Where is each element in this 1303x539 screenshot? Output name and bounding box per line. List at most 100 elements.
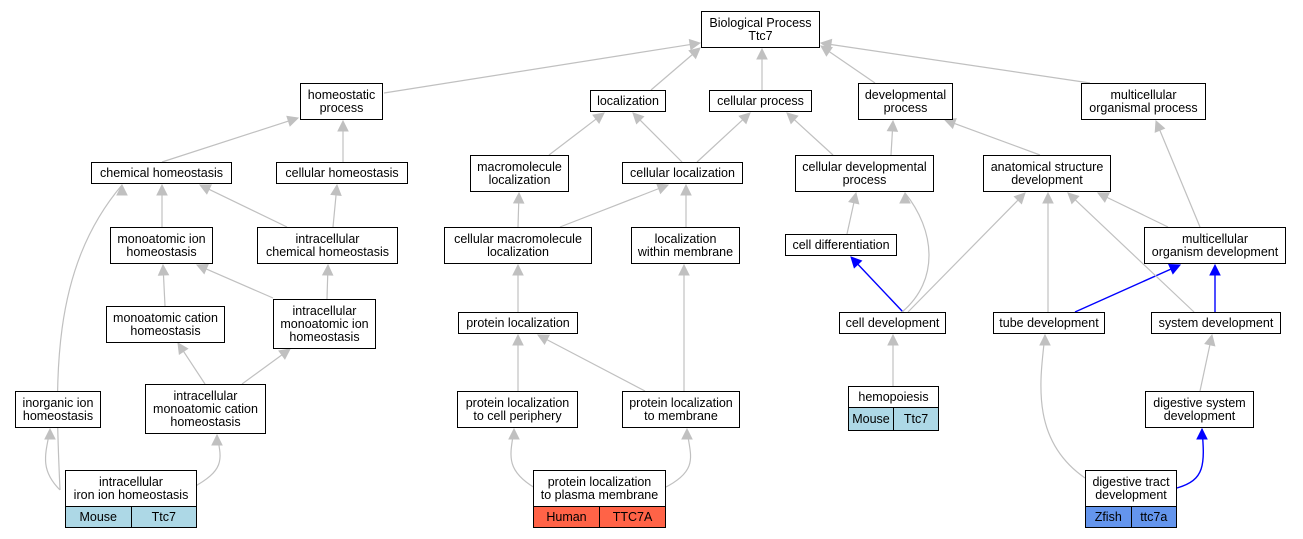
edge-arrowhead [756, 47, 768, 60]
node-anatomical-structure-development[interactable]: anatomical structure development [983, 155, 1111, 192]
edge-arrowhead [286, 115, 300, 127]
edge-arrowhead [1204, 333, 1216, 347]
edge-arrowhead [1209, 263, 1221, 276]
node-intracellular-monoatomic-ion-homeostasis[interactable]: intracellular monoatomic ion homeostasis [273, 299, 376, 349]
node-digestive-tract-development[interactable]: digestive tract development [1085, 470, 1177, 507]
edge-arrowhead [512, 333, 524, 346]
edge-line [650, 54, 693, 91]
edge-arrowhead [508, 427, 520, 440]
node-inorganic-ion-homeostasis[interactable]: inorganic ion homeostasis [15, 391, 101, 428]
edge-arrowhead [211, 433, 223, 446]
edge-line [546, 339, 646, 392]
node-cellular-macromolecule-localization[interactable]: cellular macromolecule localization [444, 227, 592, 264]
edge-line [954, 122, 1041, 156]
edge-line [182, 351, 206, 385]
edge-arrowhead [156, 183, 168, 196]
node-hemopoiesis[interactable]: hemopoiesis [848, 386, 939, 408]
species-tag-digestive-tract: Zfish ttc7a [1085, 507, 1177, 528]
species-label: Zfish [1086, 507, 1131, 527]
edge-line [907, 199, 1019, 313]
edge-line [517, 202, 520, 228]
edge-arrowhead [321, 263, 334, 276]
edge-arrowhead [678, 263, 690, 276]
edge-arrowhead [512, 191, 525, 204]
edge-arrowhead [656, 183, 670, 195]
node-cellular-developmental-process[interactable]: cellular developmental process [795, 155, 934, 192]
gene-label: ttc7a [1130, 507, 1176, 527]
node-homeostatic-process[interactable]: homeostatic process [300, 83, 383, 120]
edge-arrowhead [330, 183, 342, 197]
edge-line [857, 263, 904, 313]
edge-arrowhead [887, 333, 899, 346]
node-multicellular-organismal-process[interactable]: multicellular organismal process [1081, 83, 1206, 120]
edge-arrowhead [44, 427, 56, 440]
edge-arrowhead [899, 191, 911, 204]
node-developmental-process[interactable]: developmental process [858, 83, 953, 120]
node-digestive-system-development[interactable]: digestive system development [1145, 391, 1254, 428]
node-intracellular-chemical-homeostasis[interactable]: intracellular chemical homeostasis [257, 227, 398, 264]
node-macromolecule-localization[interactable]: macromolecule localization [470, 155, 569, 192]
edge-line [793, 119, 834, 156]
edge-arrowhead [1196, 427, 1208, 440]
edge-arrowhead [512, 263, 524, 276]
edge-line [1074, 199, 1195, 313]
edge-arrowhead [1042, 191, 1054, 204]
node-cellular-process[interactable]: cellular process [709, 90, 812, 112]
edge-arrowhead [592, 112, 605, 124]
node-cell-differentiation[interactable]: cell differentiation [785, 234, 897, 256]
edge-arrowhead [886, 119, 899, 132]
node-cell-development[interactable]: cell development [839, 312, 946, 334]
edge-arrowhead [688, 47, 701, 60]
node-biological-process[interactable]: Biological Process Ttc7 [701, 11, 820, 48]
node-intracellular-iron-ion-homeostasis[interactable]: intracellular iron ion homeostasis [65, 470, 197, 507]
node-intracellular-monoatomic-cation-homeostasis[interactable]: intracellular monoatomic cation homeosta… [145, 384, 266, 434]
node-multicellular-organism-development[interactable]: multicellular organism development [1144, 227, 1286, 264]
species-label: Human [534, 507, 599, 527]
node-tube-development[interactable]: tube development [993, 312, 1105, 334]
node-localization-within-membrane[interactable]: localization within membrane [631, 227, 740, 264]
edge-line [326, 274, 329, 300]
gene-label: TTC7A [599, 507, 665, 527]
edge-arrowhead [278, 348, 291, 360]
edge-arrowhead [680, 183, 692, 196]
node-chemical-homeostasis[interactable]: chemical homeostasis [91, 162, 232, 184]
node-localization[interactable]: localization [590, 90, 666, 112]
edge-arrowhead [848, 191, 860, 205]
edge-line [639, 119, 683, 163]
edge-line [1199, 344, 1211, 392]
node-protein-localization-to-membrane[interactable]: protein localization to membrane [622, 391, 740, 428]
edge-line [205, 268, 274, 299]
edge-line [548, 118, 597, 156]
edge-line [830, 43, 1091, 84]
node-cellular-homeostasis[interactable]: cellular homeostasis [276, 162, 408, 184]
edge-line [559, 188, 659, 228]
gene-label: Ttc7 [130, 507, 196, 527]
edge-line [161, 120, 289, 163]
edge-line [208, 188, 288, 228]
edge-line [890, 130, 894, 156]
edge-line [241, 354, 283, 385]
species-tag-plasma-membrane: Human TTC7A [533, 507, 666, 528]
edge-arrowhead [681, 427, 693, 440]
node-protein-localization-to-plasma-membrane[interactable]: protein localization to plasma membrane [533, 470, 666, 507]
node-protein-localization[interactable]: protein localization [458, 312, 578, 334]
species-label: Mouse [849, 408, 893, 430]
edge-arrowhead [632, 112, 645, 125]
node-cellular-localization[interactable]: cellular localization [622, 162, 743, 184]
node-protein-localization-to-cell-periphery[interactable]: protein localization to cell periphery [457, 391, 578, 428]
edge-line [828, 51, 876, 84]
node-system-development[interactable]: system development [1151, 312, 1281, 334]
edge-arrowhead [1039, 333, 1051, 346]
edge-line [1074, 268, 1172, 313]
edge-line [383, 43, 691, 94]
edge-curve [901, 192, 930, 313]
node-monoatomic-cation-homeostasis[interactable]: monoatomic cation homeostasis [106, 306, 225, 343]
edge-line [162, 274, 166, 307]
edge-curve [56, 184, 123, 491]
species-tag-hemopoiesis: Mouse Ttc7 [848, 408, 939, 431]
edge-line [1159, 130, 1201, 228]
species-tag-intracellular-iron: Mouse Ttc7 [65, 507, 197, 528]
node-monoatomic-ion-homeostasis[interactable]: monoatomic ion homeostasis [110, 227, 213, 264]
